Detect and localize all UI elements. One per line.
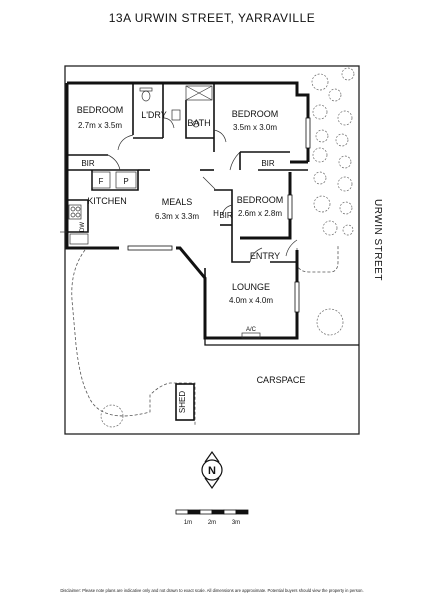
entry-label: ENTRY xyxy=(250,251,280,261)
bedroom3-size: 2.6m x 2.8m xyxy=(238,209,282,218)
windows xyxy=(127,117,311,313)
kitchen-fixtures xyxy=(60,171,137,245)
hws-label: H xyxy=(213,209,219,218)
bedroom2-size: 3.5m x 3.0m xyxy=(233,123,277,132)
scale-bar: 1m 2m 3m xyxy=(175,509,249,526)
bedroom1-size: 2.7m x 3.5m xyxy=(78,121,122,130)
scale-label-1m: 1m xyxy=(184,520,192,526)
bath-label: BATH xyxy=(187,118,210,128)
compass-north-label: N xyxy=(208,465,216,477)
bir3-label: BIR xyxy=(219,211,233,220)
fridge-label: F xyxy=(99,177,104,186)
bedroom3-name: BEDROOM xyxy=(237,195,284,205)
aircon-label: A/C xyxy=(246,327,257,333)
bedroom1-name: BEDROOM xyxy=(77,105,124,115)
compass-icon: N xyxy=(201,450,223,490)
lounge-size: 4.0m x 4.0m xyxy=(229,296,273,305)
bir1-label: BIR xyxy=(81,159,95,168)
property-title: 13A URWIN STREET, YARRAVILLE xyxy=(109,11,316,25)
scale-label-2m: 2m xyxy=(208,520,216,526)
meals-name: MEALS xyxy=(162,197,193,207)
door-swings xyxy=(107,117,298,263)
interior-walls xyxy=(67,83,308,338)
dishwasher-label: DW xyxy=(80,222,86,232)
lounge-name: LOUNGE xyxy=(232,282,270,292)
bathroom-fixtures xyxy=(139,85,213,128)
carport-edge xyxy=(204,338,359,346)
fixture-labels: F P DW H A/C xyxy=(80,177,257,333)
scale-label-3m: 3m xyxy=(232,520,240,526)
pantry-label: P xyxy=(123,177,128,186)
meals-arrow xyxy=(202,176,216,190)
room-labels: BEDROOM 2.7m x 3.5m BEDROOM 3.5m x 3.0m … xyxy=(77,105,306,413)
street-label: URWIN STREET xyxy=(372,199,383,281)
property-boundary xyxy=(64,65,360,435)
carspace-label: CARSPACE xyxy=(257,375,306,385)
shed-label: SHED xyxy=(178,391,187,413)
disclaimer: Disclaimer: Please note plans are indica… xyxy=(60,588,363,593)
garden-trees xyxy=(100,67,355,428)
garden-paths xyxy=(71,246,339,425)
shed-outline xyxy=(175,383,195,421)
laundry-label: L'DRY xyxy=(141,110,167,120)
aircon-unit xyxy=(241,332,261,339)
kitchen-label: KITCHEN xyxy=(87,196,127,206)
bedroom2-name: BEDROOM xyxy=(232,109,279,119)
bir2-label: BIR xyxy=(261,159,275,168)
meals-size: 6.3m x 3.3m xyxy=(155,212,199,221)
